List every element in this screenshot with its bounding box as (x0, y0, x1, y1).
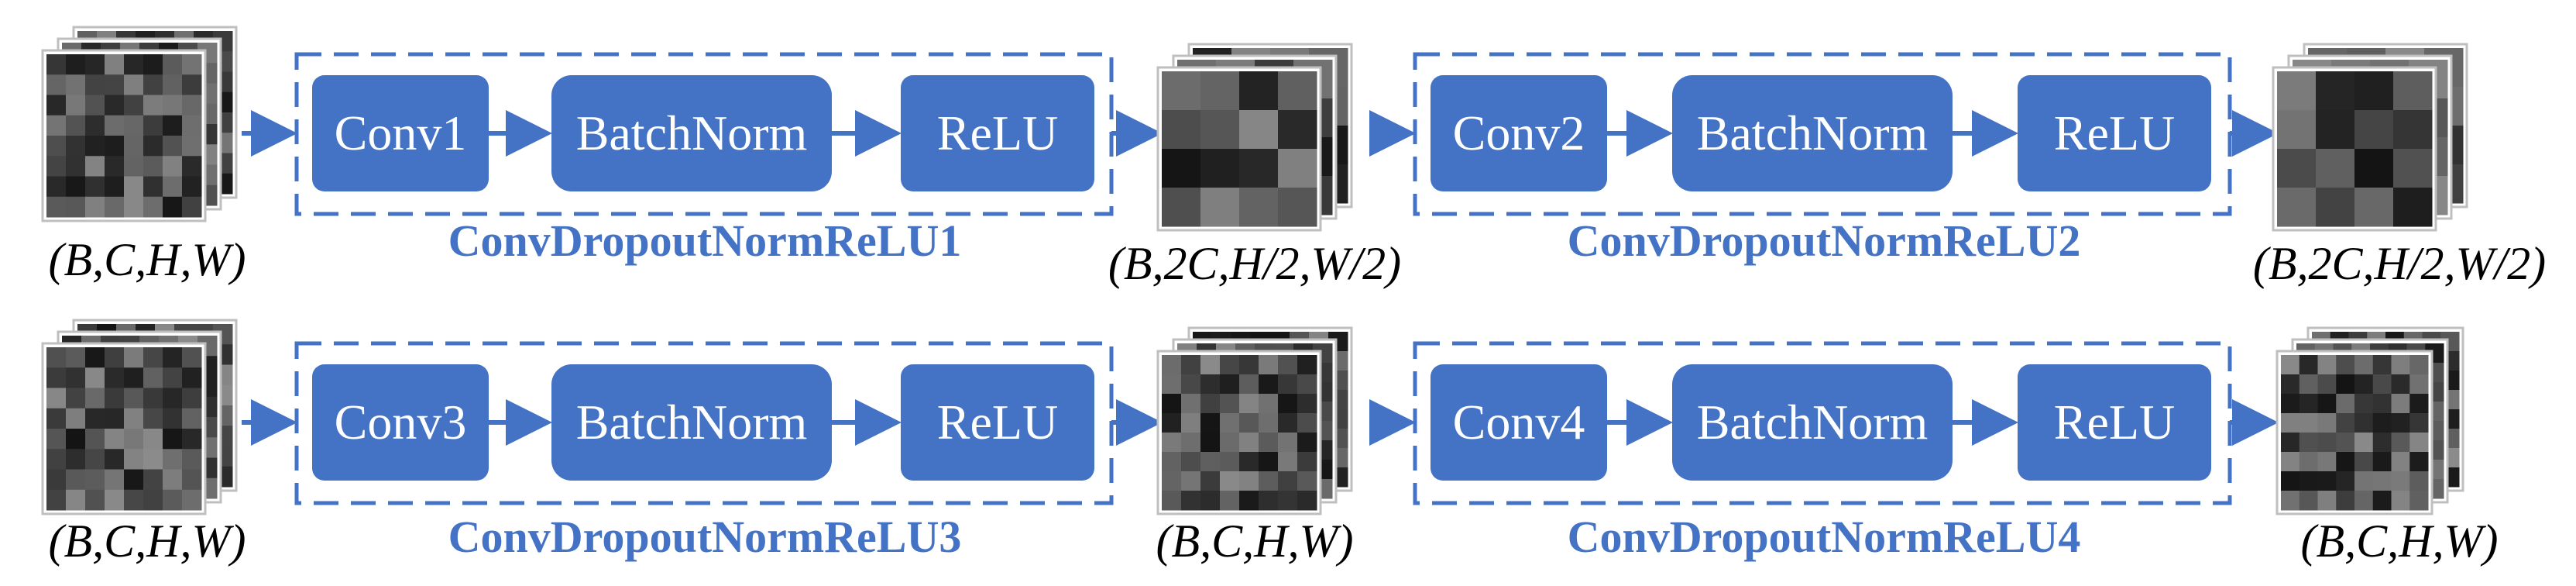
conv-op-label: Conv4 (1453, 395, 1585, 450)
relu-op-box (901, 75, 1094, 191)
tensor-layer (41, 342, 207, 515)
batchnorm-op-label: BatchNorm (1697, 105, 1929, 160)
tensor-layer (2272, 66, 2437, 232)
feature-tensor-stack (1156, 43, 1353, 232)
batchnorm-op-box (551, 364, 832, 481)
conv-op-box (1431, 364, 1607, 481)
conv-dropout-norm-relu-block: Conv3 BatchNorm ReLU ConvDropoutNormReLU… (294, 341, 1114, 562)
batchnorm-op-box (1672, 364, 1953, 481)
input-shape-label: (B,C,H,W) (49, 234, 246, 285)
batchnorm-op-label: BatchNorm (1697, 395, 1929, 450)
relu-op-box (2018, 75, 2211, 191)
tensor-layer (1156, 66, 1322, 232)
feature-shape-label: (B,C,H,W) (1156, 515, 1354, 567)
conv-dropout-norm-relu-block: Conv1 BatchNorm ReLU ConvDropoutNormReLU… (294, 52, 1114, 266)
feature-tensor-stack (1156, 326, 1353, 515)
block-name-label: ConvDropoutNormReLU1 (448, 215, 962, 266)
row-1: (B,C,H,W) Conv1 BatchNorm ReLU ConvDropo… (41, 26, 2546, 289)
output-tensor-stack (2275, 326, 2464, 515)
relu-op-box (901, 364, 1094, 481)
conv-op-box (312, 364, 489, 481)
input-tensor-stack (41, 26, 238, 222)
conv-op-label: Conv1 (335, 105, 467, 160)
block-name-label: ConvDropoutNormReLU2 (1568, 215, 2081, 266)
conv-dropout-norm-relu-block: Conv4 BatchNorm ReLU ConvDropoutNormReLU… (1413, 341, 2232, 562)
relu-op-label: ReLU (937, 105, 1058, 160)
tensor-layer (2275, 350, 2433, 515)
input-tensor-stack (41, 319, 238, 515)
conv-dropout-norm-relu-block: Conv2 BatchNorm ReLU ConvDropoutNormReLU… (1413, 52, 2232, 266)
output-tensor-stack (2272, 43, 2468, 232)
input-shape-label: (B,C,H,W) (49, 515, 246, 567)
feature-shape-label: (B,2C,H/2,W/2) (1108, 238, 1401, 289)
block-name-label: ConvDropoutNormReLU3 (448, 512, 962, 562)
relu-op-label: ReLU (937, 395, 1058, 450)
tensor-layer (1156, 350, 1322, 515)
conv-op-label: Conv3 (335, 395, 467, 450)
relu-op-box (2018, 364, 2211, 481)
batchnorm-op-box (551, 75, 832, 191)
relu-op-label: ReLU (2054, 105, 2175, 160)
relu-op-label: ReLU (2054, 395, 2175, 450)
output-shape-label: (B,C,H,W) (2301, 515, 2499, 567)
row-2: (B,C,H,W) Conv3 BatchNorm ReLU ConvDropo… (41, 319, 2499, 567)
batchnorm-op-label: BatchNorm (576, 395, 808, 450)
batchnorm-op-label: BatchNorm (576, 105, 808, 160)
batchnorm-op-box (1672, 75, 1953, 191)
conv-op-label: Conv2 (1453, 105, 1585, 160)
tensor-layer (41, 49, 207, 222)
conv-op-box (1431, 75, 1607, 191)
block-name-label: ConvDropoutNormReLU4 (1568, 512, 2081, 562)
output-shape-label: (B,2C,H/2,W/2) (2253, 238, 2546, 289)
conv-op-box (312, 75, 489, 191)
